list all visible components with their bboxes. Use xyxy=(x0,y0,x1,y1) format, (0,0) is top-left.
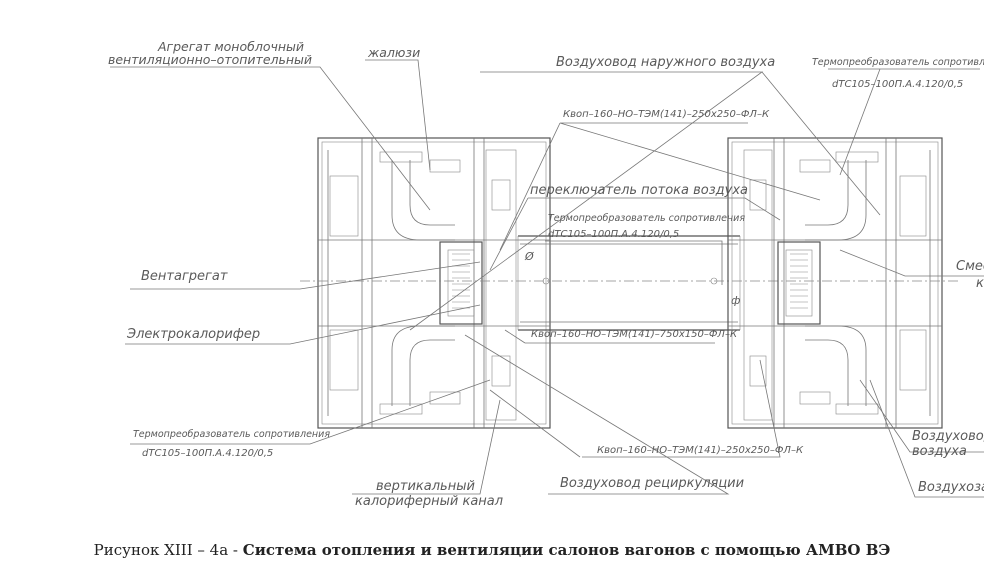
label-mixing-line2: к xyxy=(976,276,984,291)
label-fan-unit: Вентагрегат xyxy=(141,269,228,284)
right-ventilation-unit xyxy=(727,137,943,429)
label-outdoor-air-duct: Воздуховод наружного воздуха xyxy=(556,55,775,70)
label-vertical-channel-line2: калориферный канал xyxy=(355,494,503,509)
caption-title: Система отопления и вентиляции салонов в… xyxy=(242,541,891,559)
leader-lines xyxy=(110,59,984,498)
label-kvop-bottom: Квоп–160–НО–ТЭМ(141)–250х250–ФЛ–К xyxy=(597,445,804,456)
symbol-diameter: Ø xyxy=(524,250,534,263)
label-flow-switch: переключатель потока воздуха xyxy=(530,183,748,198)
figure-caption: Рисунок XIII – 4а - Система отопления и … xyxy=(0,541,984,559)
label-thermo-center-line2: dTC105–100П.А.4.120/0,5 xyxy=(548,229,679,240)
central-air-duct xyxy=(300,235,960,331)
label-thermo-center-line1: Термопреобразователь сопротивления xyxy=(548,213,745,224)
label-thermo-top-right-line2: dTC105–100П.А.4.120/0,5 xyxy=(832,79,963,90)
label-aggregate-line2: вентиляционно–отопительный xyxy=(108,52,312,67)
label-vertical-channel-line1: вертикальный xyxy=(376,479,475,494)
label-kvop-center: Квоп–160–НО–ТЭМ(141)–750х150–ФЛ–К xyxy=(531,329,738,340)
caption-prefix: Рисунок XIII – 4а - xyxy=(93,541,243,559)
label-thermo-bottom-left-line2: dTC105–100П.А.4.120/0,5 xyxy=(142,448,273,459)
label-aggregate-line1: Агрегат моноблочный xyxy=(157,39,304,54)
label-thermo-bottom-left-line1: Термопреобразователь сопротивления xyxy=(133,429,330,440)
symbol-phi: ф xyxy=(731,294,740,307)
label-right-air-duct-line1: Воздуховод xyxy=(912,429,984,444)
label-kvop-top: Квоп–160–НО–ТЭМ(141)–250х250–ФЛ–К xyxy=(563,109,770,120)
left-ventilation-unit xyxy=(317,137,551,429)
label-air-intake: Воздухозаб xyxy=(918,480,984,495)
label-mixing-line1: Смес xyxy=(956,259,984,274)
label-recirculation-duct: Воздуховод рециркуляции xyxy=(560,476,744,491)
label-right-air-duct-line2: воздуха xyxy=(912,444,967,459)
label-thermo-top-right-line1: Термопреобразователь сопротивления xyxy=(812,57,984,68)
label-louvers: жалюзи xyxy=(367,45,420,60)
label-electric-heater: Электрокалорифер xyxy=(126,327,260,342)
